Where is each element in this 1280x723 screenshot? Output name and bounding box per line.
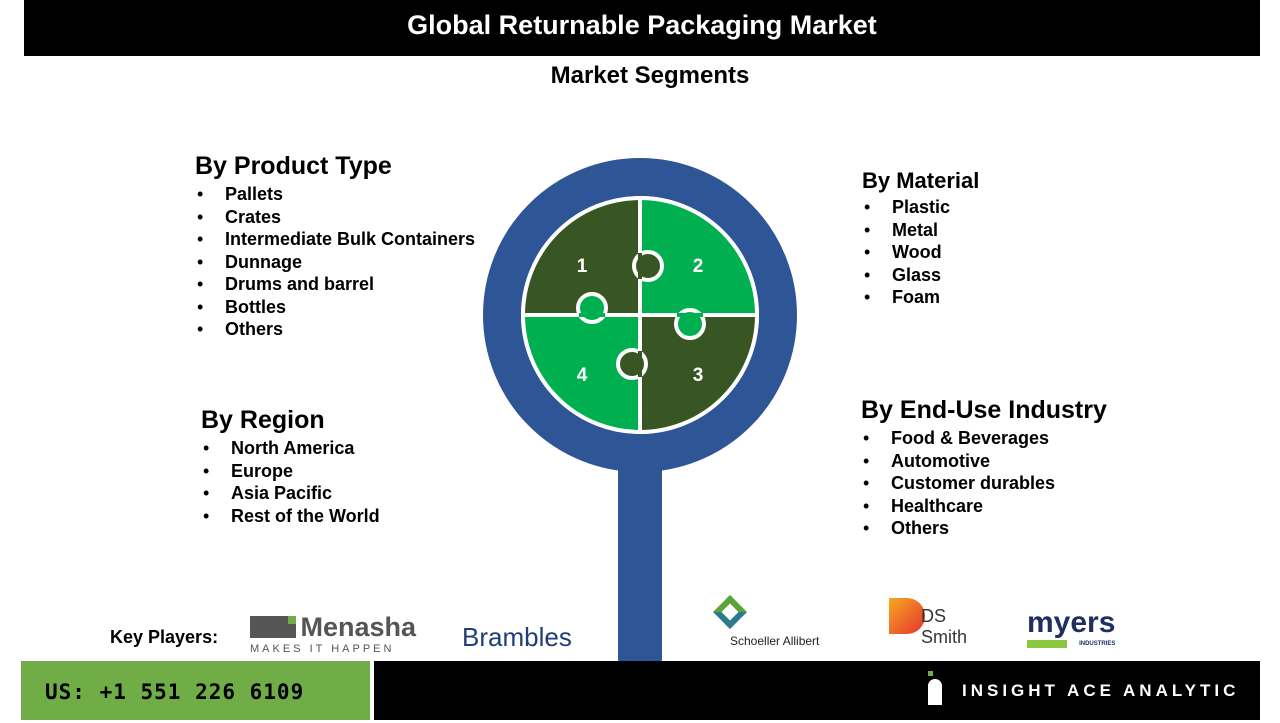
myers-logo-subtext: INDUSTRIES <box>1027 640 1115 648</box>
menasha-logo-text: Menasha <box>300 612 416 642</box>
ds-smith-logo-text-ds: DS <box>921 606 947 626</box>
puzzle-label-3: 3 <box>693 365 704 386</box>
myers-logo-text: myers <box>1027 606 1116 639</box>
segment-end-use: By End-Use Industry Food & Beverages Aut… <box>861 395 1107 540</box>
segment-heading: By Region <box>201 406 325 434</box>
list-item: Food & Beverages <box>861 427 1107 450</box>
puzzle-label-2: 2 <box>693 256 704 277</box>
footer-bar <box>374 661 1260 720</box>
list-item: Asia Pacific <box>201 482 380 505</box>
puzzle-piece-1 <box>520 195 642 317</box>
puzzle-knob <box>576 292 608 324</box>
list-item: Metal <box>862 219 979 242</box>
magnifier-handle <box>618 470 662 662</box>
list-item: Bottles <box>195 296 475 319</box>
magnifier-ring <box>483 158 797 472</box>
contact-phone: US: +1 551 226 6109 <box>21 661 370 720</box>
list-item: Rest of the World <box>201 505 380 528</box>
puzzle-label-1: 1 <box>577 256 588 277</box>
puzzle-piece-2 <box>638 195 760 317</box>
puzzle-piece-3 <box>638 313 760 435</box>
menasha-tagline: MAKES IT HAPPEN <box>250 643 395 656</box>
list-item: Customer durables <box>861 472 1107 495</box>
brambles-logo: Brambles <box>462 622 572 652</box>
list-item: Pallets <box>195 183 475 206</box>
myers-logo: myers INDUSTRIES <box>1027 606 1115 648</box>
menasha-logo-mark <box>250 616 296 638</box>
segment-heading: By Product Type <box>195 152 392 180</box>
ds-smith-logo-mark <box>889 598 925 634</box>
list-item: Glass <box>862 264 979 287</box>
schoeller-allibert-logo: Schoeller Allibert <box>710 595 820 649</box>
schoeller-logo-text: Schoeller Allibert <box>730 634 820 648</box>
subtitle: Market Segments <box>550 62 750 89</box>
list-item: Crates <box>195 206 475 229</box>
puzzle-piece-4 <box>520 313 642 435</box>
list-item: Foam <box>862 286 979 309</box>
schoeller-logo-mark <box>713 595 747 629</box>
page-title: Global Returnable Packaging Market <box>24 0 1260 56</box>
segment-product-type: By Product Type Pallets Crates Intermedi… <box>195 151 475 341</box>
key-players-label: Key Players: <box>110 627 219 647</box>
list-item: Dunnage <box>195 251 475 274</box>
ds-smith-logo-text-smith: Smith <box>921 627 968 647</box>
list-item: Others <box>195 318 475 341</box>
list-item: Wood <box>862 241 979 264</box>
list-item: Drums and barrel <box>195 273 475 296</box>
segment-heading: By End-Use Industry <box>861 396 1107 424</box>
list-item: Plastic <box>862 196 979 219</box>
list-item: Intermediate Bulk Containers <box>195 228 475 251</box>
list-item: Others <box>861 517 1107 540</box>
menasha-logo: Menasha MAKES IT HAPPEN <box>250 612 416 656</box>
segment-material: By Material Plastic Metal Wood Glass Foa… <box>862 167 979 309</box>
list-item: North America <box>201 437 380 460</box>
segment-region: By Region North America Europe Asia Paci… <box>201 405 380 527</box>
list-item: Healthcare <box>861 495 1107 518</box>
segment-heading: By Material <box>862 168 980 193</box>
brand-name: INSIGHT ACE ANALYTIC <box>962 681 1240 700</box>
list-item: Automotive <box>861 450 1107 473</box>
puzzle-label-4: 4 <box>577 365 588 386</box>
ds-smith-logo: DS Smith <box>889 596 979 650</box>
insight-ace-logo-icon <box>928 671 942 705</box>
list-item: Europe <box>201 460 380 483</box>
